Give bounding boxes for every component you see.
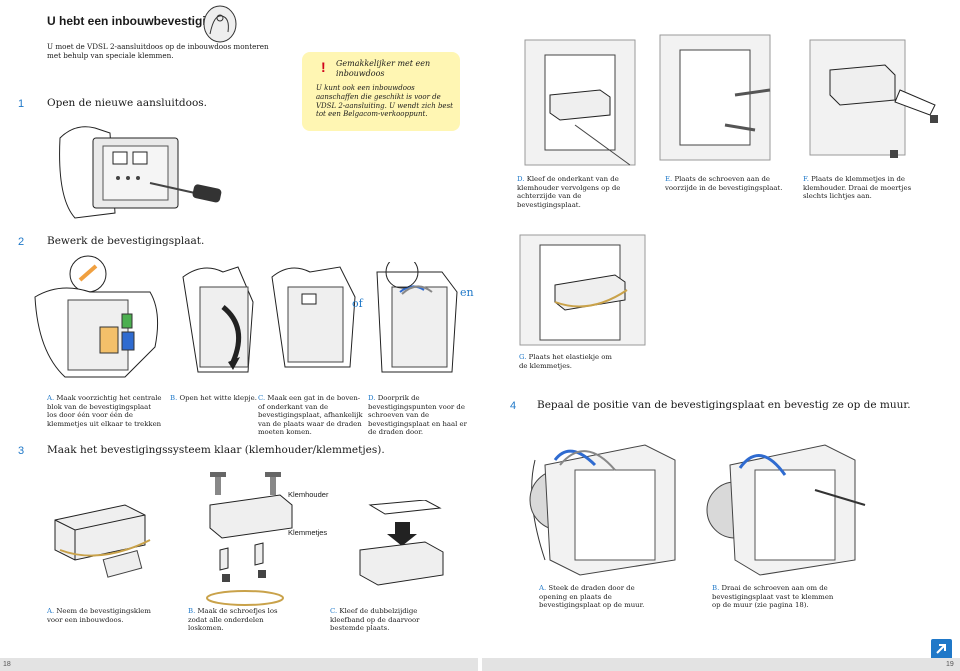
caption-2a: A. Maak voorzichtig het centrale blok va… — [47, 394, 162, 428]
elastic-band-illustration — [519, 234, 646, 346]
tape-apply-illustration — [359, 500, 444, 586]
exploded-clamp-illustration — [206, 472, 293, 606]
word-of: of — [352, 297, 363, 310]
clamps-install-illustration — [809, 39, 938, 158]
caption-2c: C. Maak een gat in de boven- of onderkan… — [258, 394, 363, 437]
step-3-text: Maak het bevestigingssysteem klaar (klem… — [47, 444, 385, 456]
screws-illustration — [659, 34, 771, 161]
plate-tape-illustration — [524, 39, 636, 166]
hand-icon — [203, 5, 237, 43]
flap-open-illustration — [182, 266, 254, 373]
tip-body: U kunt ook een inbouwdoos aanschaffen di… — [316, 84, 453, 119]
step-3-number: 3 — [18, 445, 25, 457]
clamp-kit-illustration — [54, 504, 151, 578]
screw-points-illustration — [376, 262, 458, 373]
step-4-number: 4 — [510, 400, 517, 412]
caption-3c: C. Kleef de dubbelzijdige kleefband op d… — [330, 607, 420, 633]
caption-2d: D. Doorprik de bevestigingspunten voor d… — [368, 394, 467, 437]
caption-top-d: D. Kleef de onderkant van de klemhouder … — [517, 175, 621, 209]
step-4-text: Bepaal de positie van de bevestigingspla… — [537, 399, 911, 411]
next-page-arrow-icon[interactable] — [931, 639, 952, 660]
footer-bar-left — [0, 658, 478, 671]
footer-bar-right — [482, 658, 960, 671]
step-2-text: Bewerk de bevestigingsplaat. — [47, 235, 205, 247]
caption-top-e: E. Plaats de schroeven aan de voorzijde … — [665, 175, 783, 192]
wall-mount-illustration — [529, 444, 676, 576]
caption-2b: B. Open het witte klepje. — [170, 394, 257, 402]
page-title: U hebt een inbouwbevestiging — [47, 14, 221, 28]
alert-icon: ! — [321, 59, 326, 75]
step-1-text: Open de nieuwe aansluitdoos. — [47, 97, 208, 109]
tighten-screws-illustration — [706, 444, 866, 576]
plate-detach-illustration — [34, 255, 159, 378]
caption-g: G. Plaats het elastiekje om de klemmetje… — [519, 353, 612, 370]
caption-3b: B. Maak de schroefjes los zodat alle ond… — [188, 607, 278, 633]
hole-cut-illustration — [271, 266, 356, 368]
label-klemmetjes: Klemmetjes — [288, 528, 328, 537]
page-number-left: 18 — [3, 661, 11, 668]
svg-text:!: ! — [321, 59, 326, 75]
step-2-number: 2 — [18, 236, 25, 248]
intro-text: U moet de VDSL 2-aansluitdoos op de inbo… — [47, 42, 269, 60]
page-number-right: 19 — [946, 661, 954, 668]
tip-title: Gemakkelijker met een inbouwdoos — [336, 59, 431, 78]
caption-top-f: F. Plaats de klemmetjes in de klemhouder… — [803, 175, 912, 201]
tip-box — [302, 52, 460, 131]
open-box-illustration — [59, 126, 222, 219]
label-klemhouder: Klemhouder — [288, 490, 329, 499]
step-1-number: 1 — [18, 98, 25, 110]
word-en: en — [460, 286, 474, 299]
caption-4a: A. Steek de draden door de opening en pl… — [539, 584, 645, 610]
caption-3a: A. Neem de bevestigingsklem voor een inb… — [47, 607, 151, 624]
caption-4b: B. Draai de schroeven aan om de bevestig… — [712, 584, 834, 610]
